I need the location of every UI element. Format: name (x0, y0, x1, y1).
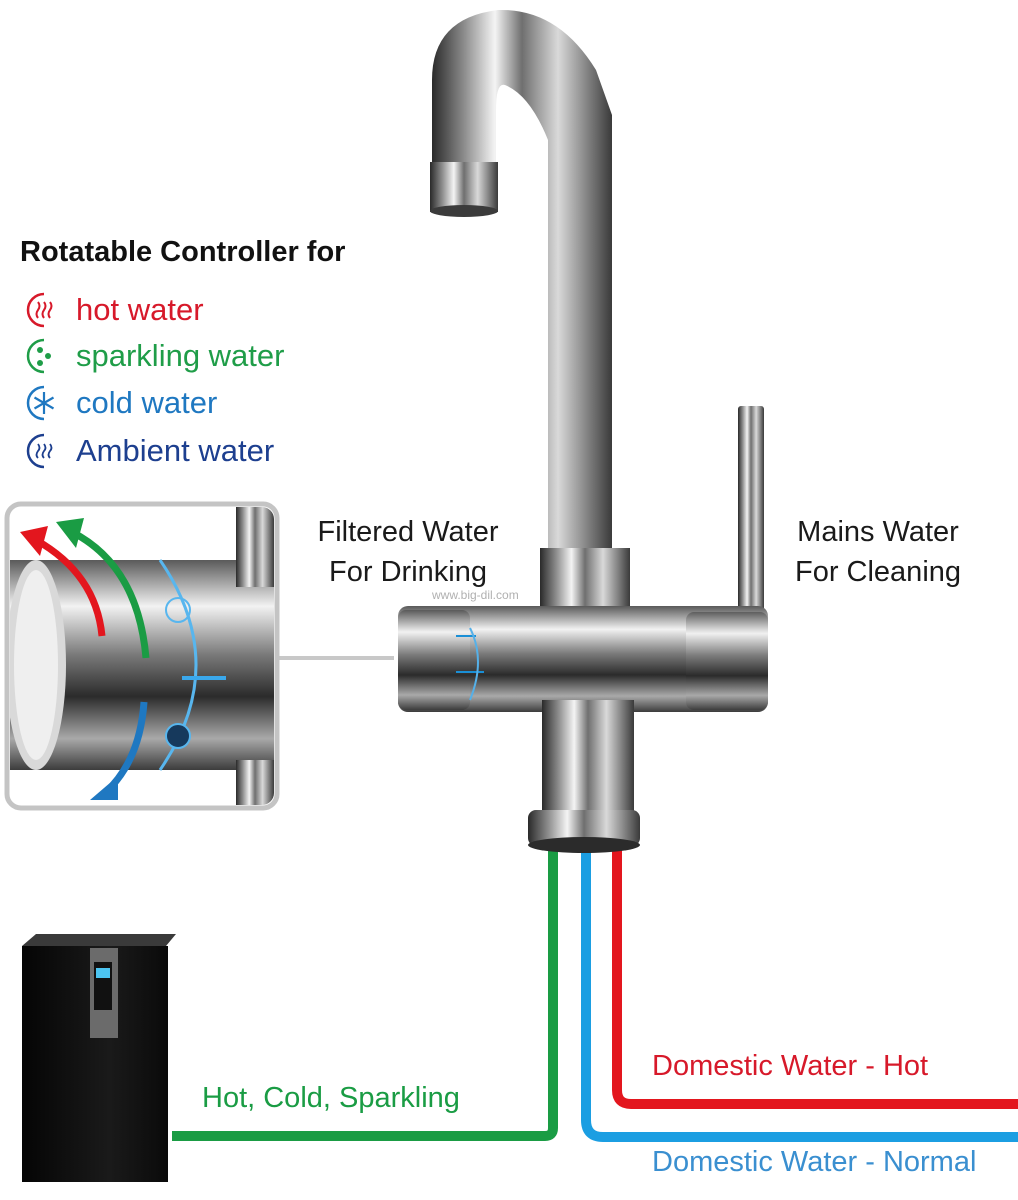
legend-item-sparkling-water: sparkling water (22, 336, 284, 376)
hot-water-icon (26, 292, 53, 328)
legend-label-ambient-water: Ambient water (76, 433, 275, 468)
cold-water-icon (26, 385, 55, 421)
caption-filtered-water: Filtered Water For Drinking (300, 512, 516, 592)
red-pipe (612, 845, 1018, 1109)
controller-inset (4, 501, 280, 811)
ambient-water-icon (26, 433, 53, 469)
filter-unit (22, 934, 176, 1182)
legend-title: Rotatable Controller for (20, 236, 346, 268)
caption-filtered-line-1: Filtered Water (317, 516, 499, 548)
sparkling-water-icon (26, 338, 51, 374)
legend-item-hot-water: hot water (22, 290, 204, 330)
pipe-label-blue: Domestic Water - Normal (652, 1146, 977, 1178)
blue-pipe (581, 845, 1018, 1142)
pipe-label-green: Hot, Cold, Sparkling (202, 1082, 460, 1114)
legend-item-cold-water: cold water (22, 383, 217, 423)
tap-body (398, 606, 768, 712)
caption-mains-line-1: Mains Water (797, 516, 959, 548)
legend-label-sparkling-water: sparkling water (76, 338, 285, 373)
legend-label-cold-water: cold water (76, 385, 218, 420)
green-pipe (172, 845, 558, 1141)
legend-item-ambient-water: Ambient water (22, 431, 274, 471)
caption-filtered-line-2: For Drinking (329, 556, 487, 588)
legend-label-hot-water: hot water (76, 292, 204, 327)
caption-mains-water: Mains Water For Cleaning (776, 512, 980, 592)
watermark: www.big-dil.com (432, 588, 519, 602)
pipe-label-red: Domestic Water - Hot (652, 1050, 929, 1082)
caption-mains-line-2: For Cleaning (794, 556, 962, 588)
tap-spout (430, 9, 612, 560)
